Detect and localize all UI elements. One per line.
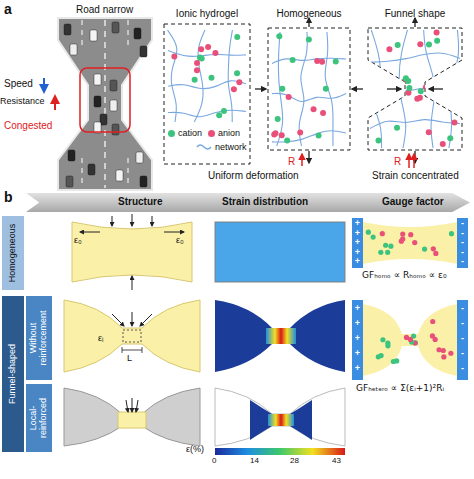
row-band: Local-reinforced <box>26 384 52 452</box>
length-symbol: L <box>127 354 132 364</box>
minus-sign: - <box>457 248 468 258</box>
legend-swatch <box>168 130 175 137</box>
panel-heading: Ionic hydrogel <box>164 8 250 19</box>
plus-sign: + <box>352 248 363 258</box>
legend-swatch <box>208 130 215 137</box>
plus-sign: + <box>352 334 363 344</box>
plus-sign: + <box>352 257 363 267</box>
row-label: Local-reinforced <box>29 387 49 449</box>
row-label: Without reinforcement <box>29 299 49 377</box>
caption-note: Strain concentrated <box>372 170 459 181</box>
minus-sign: - <box>457 229 468 239</box>
row-band: Homogeneous <box>2 216 24 290</box>
minus-sign: - <box>457 257 468 267</box>
colorbar-title: ε(%) <box>186 445 204 455</box>
column-banner: Structure Strain distribution Gauge factor <box>26 193 470 212</box>
minus-sign: - <box>457 238 468 248</box>
colorbar-tick: 43 <box>332 457 341 466</box>
column-header: Structure <box>118 196 162 207</box>
plus-sign: + <box>352 319 363 329</box>
road-note: Resistance <box>0 97 45 107</box>
colorbar-tick: 14 <box>250 457 259 466</box>
gauge-formula: GFₕₑₜₑᵣₒ ∝ Σ(εᵢ+1)²Rᵢ <box>356 384 444 394</box>
minus-sign: - <box>457 304 468 314</box>
panel-letter: b <box>4 190 13 205</box>
colorbar-tick: 28 <box>290 457 299 466</box>
panel-letter: a <box>4 2 12 17</box>
strain-symbol: εᵢ <box>98 334 103 344</box>
homogeneous-box: Homogeneous <box>268 4 350 24</box>
plus-sign: + <box>352 238 363 248</box>
plus-sign: + <box>352 304 363 314</box>
minus-sign: - <box>457 364 468 374</box>
legend-item: anion <box>208 128 240 138</box>
column-header: Strain distribution <box>222 196 308 207</box>
road-note: Congested <box>4 120 52 131</box>
legend-text: network <box>215 142 247 152</box>
row-label: Homogeneous <box>8 219 18 287</box>
minus-sign: - <box>457 319 468 329</box>
legend-item: network <box>196 142 247 152</box>
resistance-symbol: R <box>288 156 295 167</box>
strain-symbol: ε₀ <box>176 236 184 246</box>
row-band: Funnel-shaped <box>2 296 24 452</box>
minus-sign: - <box>457 334 468 344</box>
minus-sign: - <box>457 219 468 229</box>
strain-symbol: ε₀ <box>74 236 82 246</box>
plus-sign: + <box>352 349 363 359</box>
legend-item: cation <box>168 128 202 138</box>
funnel-box: Funnel shape <box>368 4 462 24</box>
legend-text: cation <box>178 128 202 138</box>
panel-heading: Homogeneous <box>268 8 350 19</box>
caption-note: Uniform deformation <box>208 170 299 181</box>
legend-text: anion <box>218 128 240 138</box>
resistance-symbol: R <box>394 156 401 167</box>
minus-sign: - <box>457 349 468 359</box>
panel-heading: Road narrow <box>76 4 133 15</box>
panel-heading: Funnel shape <box>368 8 462 19</box>
road-note: Speed <box>4 78 33 89</box>
plus-sign: + <box>352 219 363 229</box>
row-label: Funnel-shaped <box>8 299 18 449</box>
plus-sign: + <box>352 229 363 239</box>
hydrogel-box: Ionic hydrogel <box>164 4 250 24</box>
legend-line <box>196 143 212 151</box>
plus-sign: + <box>352 364 363 374</box>
column-header: Gauge factor <box>382 196 444 207</box>
row-band: Without reinforcement <box>26 296 52 380</box>
gauge-formula: GFₕₒₘₒ ∝ Rₕₒₘₒ ∝ ε₀ <box>362 271 447 281</box>
colorbar-tick: 0 <box>212 457 216 466</box>
